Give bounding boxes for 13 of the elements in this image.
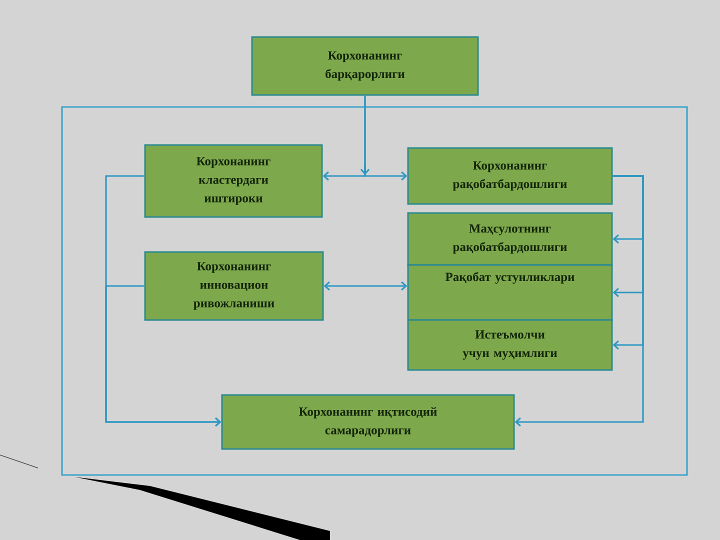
process-box: Рақобат устунликлари <box>407 264 613 321</box>
process-box: Корхонанинг кластердаги иштироки <box>144 144 323 218</box>
arrow <box>514 175 644 427</box>
process-box: Корхонанинг иқтисодий самарадорлиги <box>221 394 515 450</box>
process-box: Маҳсулотнинг рақобатбардошлиги <box>407 212 613 266</box>
process-box: Корхонанинг инновацион ривожланиши <box>144 251 324 321</box>
arrowhead <box>360 164 370 175</box>
arrow <box>324 281 408 291</box>
arrow <box>364 96 408 181</box>
arrow <box>105 285 222 427</box>
process-box: Истеъмолчи учун муҳимлиги <box>407 319 613 371</box>
process-box: Корхонанинг барқарорлиги <box>251 36 479 96</box>
process-box: Корхонанинг рақобатбардошлиги <box>407 147 613 205</box>
